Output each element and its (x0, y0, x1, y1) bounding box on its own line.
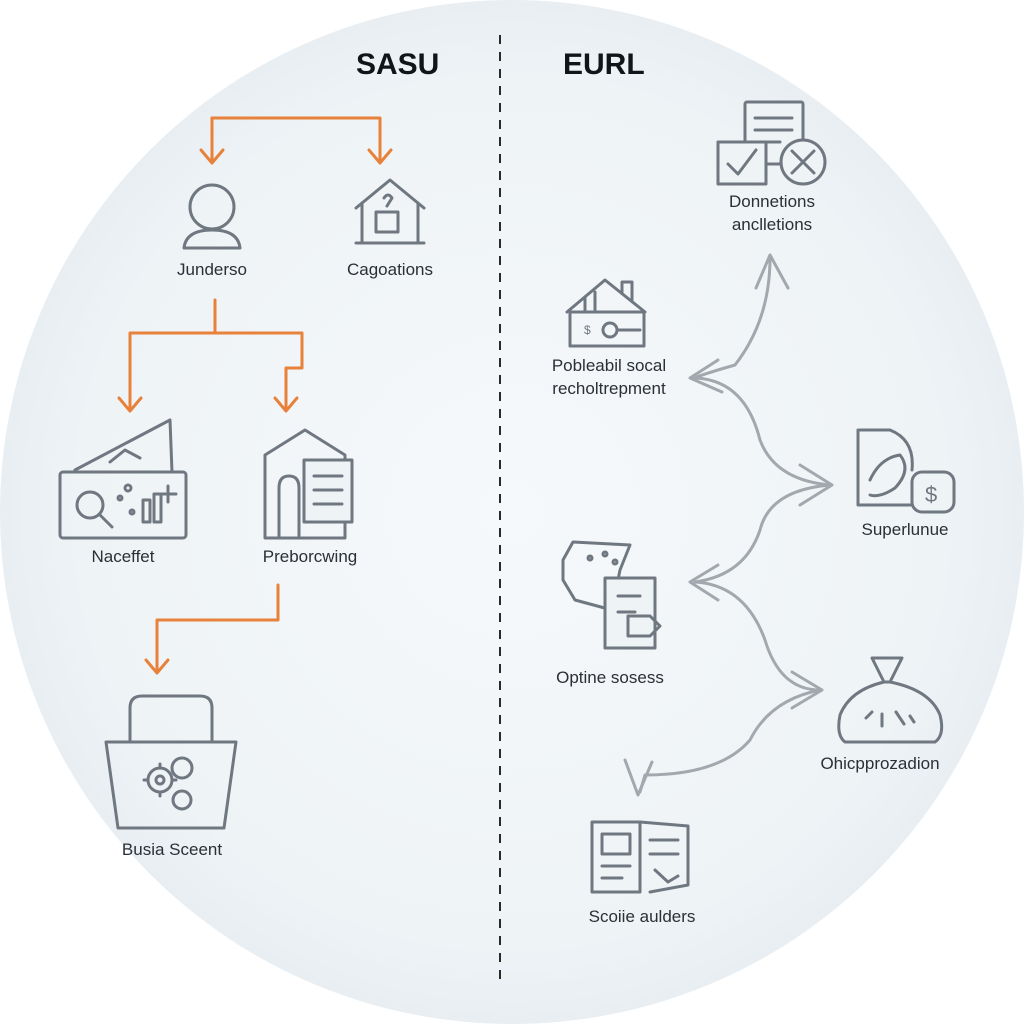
node-label-pobleabil-line1: Pobleabil socal (551, 356, 667, 375)
building-document-icon (263, 428, 354, 540)
sasu-connectors (117, 116, 393, 675)
connector-bottom (155, 583, 280, 674)
node-label-pobleabil: Pobleabil socal recholtrepment (520, 354, 698, 400)
eurl-heading: EURL (563, 48, 645, 81)
node-label-junderso: Junderso (177, 260, 247, 279)
node-label-superlunue: Superlunue (861, 520, 949, 539)
connector-mid (128, 298, 217, 412)
node-label-donnetions-line2: anclletions (731, 215, 813, 234)
hand-money-icon: $ (856, 428, 956, 514)
house-icon (354, 178, 426, 245)
node-label-scoiie-aulders: Scoiie aulders (588, 907, 696, 926)
node-label-optine-sosess: Optine sosess (556, 668, 664, 687)
node-label-pobleabil-line2: recholtrepment (552, 379, 666, 398)
documents-check-icon (716, 100, 827, 186)
node-label-busia-sceent: Busia Sceent (121, 840, 223, 859)
bag-gears-icon (104, 694, 238, 830)
eurl-connectors (623, 253, 834, 797)
node-label-naceffet: Naceffet (91, 547, 155, 566)
svg-text:$: $ (584, 323, 591, 337)
node-label-donnetions-line1: Donnetions (728, 192, 815, 211)
node-label-donnetions: Donnetions anclletions (692, 190, 852, 236)
node-label-cagoations: Cagoations (346, 260, 433, 279)
magnifier-board-icon (58, 418, 188, 540)
book-icon (590, 820, 690, 894)
node-label-preborcwing: Preborcwing (262, 547, 358, 566)
svg-text:$: $ (925, 482, 937, 507)
house-money-icon: $ (565, 278, 647, 348)
node-label-ohicpprozadion: Ohicpprozadion (820, 754, 940, 773)
map-document-icon (561, 540, 662, 650)
person-icon (182, 183, 242, 250)
money-bag-icon (837, 656, 944, 744)
sasu-heading: SASU (356, 48, 440, 81)
connector-top-bar (210, 116, 382, 164)
